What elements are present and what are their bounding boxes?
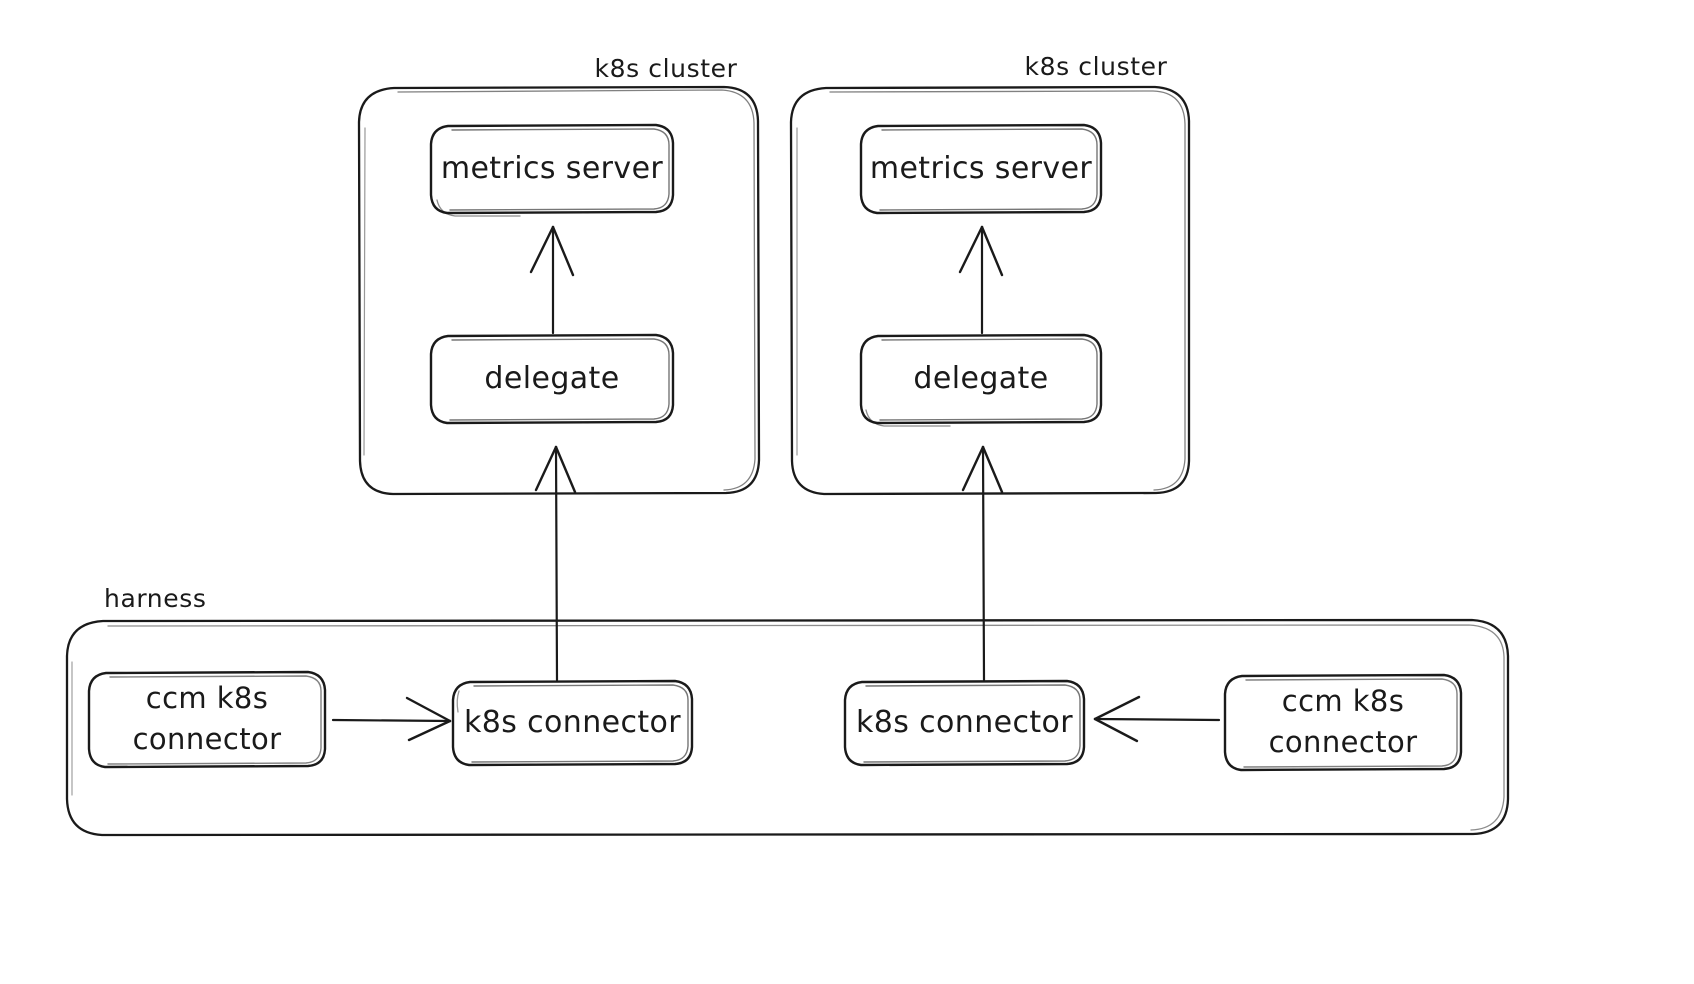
node-outline-ccm-k8s-connector-left xyxy=(87,670,327,769)
group-outline-k8s-cluster-right xyxy=(789,85,1191,496)
edge-k8s-connector-to-delegate-left xyxy=(534,445,577,682)
edge-ccm-to-k8s-connector-left xyxy=(331,696,452,742)
node-outline-k8s-connector-left xyxy=(451,679,694,767)
group-outline-harness xyxy=(65,618,1510,837)
node-outline-metrics-server-left xyxy=(429,123,675,217)
edge-ccm-to-k8s-connector-right xyxy=(1093,695,1221,743)
edge-delegate-to-metrics-server-left xyxy=(529,225,575,335)
node-outline-delegate-right xyxy=(859,333,1103,427)
edge-k8s-connector-to-delegate-right xyxy=(961,445,1004,682)
node-outline-ccm-k8s-connector-right xyxy=(1223,673,1463,772)
node-outline-k8s-connector-right xyxy=(843,679,1086,767)
node-outline-metrics-server-right xyxy=(859,123,1103,215)
group-outline-k8s-cluster-left xyxy=(357,85,761,496)
node-outline-delegate-left xyxy=(429,333,675,425)
edge-delegate-to-metrics-server-right xyxy=(958,225,1004,335)
